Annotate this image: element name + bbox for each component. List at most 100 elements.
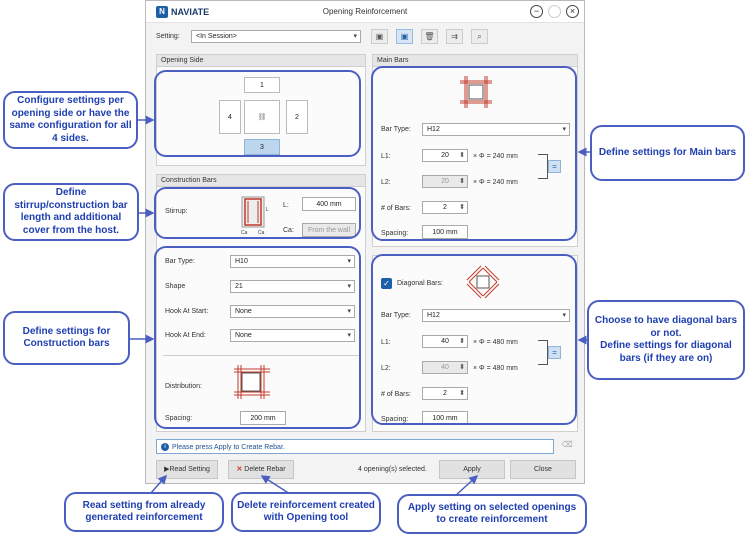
- setting-label: Setting:: [156, 33, 180, 40]
- callout-construction: Define settings for Construction bars: [3, 311, 130, 365]
- mb-bar-type-dropdown[interactable]: H12: [422, 123, 570, 136]
- stirrup-highlight: [154, 187, 361, 239]
- clear-status-icon[interactable]: ⌫: [561, 440, 573, 449]
- svg-text:Ca: Ca: [258, 230, 265, 235]
- mb-l1-formula: × Φ = 240 mm: [473, 153, 518, 160]
- callout-delete-rebar: Delete reinforcement created with Openin…: [231, 492, 381, 532]
- db-l2-label: L2:: [381, 365, 391, 372]
- svg-text:Ca: Ca: [241, 230, 248, 235]
- hook-start-label: Hook At Start:: [165, 308, 209, 315]
- diagonal-bars-checkbox[interactable]: ✓: [381, 278, 392, 289]
- mb-l2-input[interactable]: 20: [422, 175, 468, 188]
- mb-num-bars-input[interactable]: 2: [422, 201, 468, 214]
- shape-label: Shape: [165, 283, 186, 290]
- diagonal-highlight: [371, 254, 577, 425]
- db-l2-input[interactable]: 40: [422, 361, 468, 374]
- callout-opening-side: Configure settings per opening side or h…: [3, 91, 138, 149]
- callout-stirrup: Define stirrup/construction bar length a…: [3, 183, 139, 241]
- delete-x-icon: ✕: [236, 466, 243, 473]
- close-button[interactable]: Close: [510, 460, 576, 479]
- db-l1-formula: × Φ = 480 mm: [473, 339, 518, 346]
- construction-highlight: [154, 246, 361, 429]
- save-as-icon[interactable]: ▣: [396, 29, 413, 44]
- divider: [163, 355, 359, 356]
- mb-num-bars-label: # of Bars:: [381, 205, 411, 212]
- mb-equal-link-icon[interactable]: =: [548, 160, 561, 173]
- cb-spacing-label: Spacing:: [165, 415, 193, 422]
- db-bar-type-label: Bar Type:: [381, 312, 411, 319]
- selected-count: 4 opening(s) selected.: [358, 466, 427, 473]
- search-icon[interactable]: ⌕: [471, 29, 488, 44]
- db-l2-formula: × Φ = 480 mm: [473, 365, 518, 372]
- delete-rebar-label: Delete Rebar: [244, 466, 286, 473]
- mb-spacing-label: Spacing:: [381, 230, 409, 237]
- cb-bar-type-label: Bar Type:: [165, 258, 195, 265]
- l-input[interactable]: 400 mm: [302, 197, 356, 211]
- diagonal-bars-diagram-icon: [466, 265, 500, 299]
- db-spacing-label: Spacing:: [381, 416, 409, 423]
- setting-dropdown[interactable]: <In Session>: [191, 30, 361, 43]
- mb-l2-label: L2:: [381, 179, 391, 186]
- cb-bar-type-dropdown[interactable]: H10: [230, 255, 355, 268]
- construction-bars-title: Construction Bars: [157, 175, 365, 187]
- callout-main-bars: Define settings for Main bars: [590, 125, 745, 181]
- distribution-label: Distribution:: [165, 383, 202, 390]
- mb-spacing-input[interactable]: 100 mm: [422, 225, 468, 239]
- main-bars-panel: Main Bars Bar Type: H12 L1: 20 × Φ = 240…: [372, 54, 578, 247]
- db-link-bracket: [538, 340, 548, 365]
- opening-side-title: Opening Side: [157, 55, 365, 67]
- window-title: Opening Reinforcement: [322, 7, 408, 16]
- read-setting-button[interactable]: ▶Read Setting: [156, 460, 218, 479]
- mb-l1-label: L1:: [381, 153, 391, 160]
- side-4-button[interactable]: 4: [219, 100, 241, 134]
- brand-name: NAVIATE: [171, 7, 210, 17]
- callout-diagonal: Choose to have diagonal bars or not. Def…: [587, 300, 745, 380]
- main-bars-diagram-icon: [460, 76, 492, 108]
- ca-label: Ca:: [283, 227, 294, 234]
- hook-start-dropdown[interactable]: None: [230, 305, 355, 318]
- opening-side-panel: Opening Side 1 4 ⛓ 2 3: [156, 54, 366, 166]
- side-2-button[interactable]: 2: [286, 100, 308, 134]
- restore-icon[interactable]: [548, 5, 561, 18]
- db-l1-input[interactable]: 40: [422, 335, 468, 348]
- mb-link-bracket: [538, 154, 548, 179]
- export-icon[interactable]: ⇉: [446, 29, 463, 44]
- naviate-logo-icon: N: [156, 6, 168, 18]
- callout-apply: Apply setting on selected openings to cr…: [397, 494, 587, 534]
- db-equal-link-icon[interactable]: =: [548, 346, 561, 359]
- shape-dropdown[interactable]: 21: [230, 280, 355, 293]
- save-icon[interactable]: ▣: [371, 29, 388, 44]
- naviate-logo: N NAVIATE: [156, 6, 209, 18]
- distribution-diagram-icon: [234, 365, 270, 399]
- status-message: Please press Apply to Create Rebar.: [172, 443, 285, 451]
- cb-spacing-input[interactable]: 200 mm: [240, 411, 286, 425]
- side-3-button[interactable]: 3: [244, 139, 280, 155]
- db-num-bars-label: # of Bars:: [381, 391, 411, 398]
- mb-l2-formula: × Φ = 240 mm: [473, 179, 518, 186]
- opening-reinforcement-dialog: N NAVIATE Opening Reinforcement − × Sett…: [145, 0, 585, 484]
- hook-end-label: Hook At End:: [165, 332, 206, 339]
- mb-bar-type-label: Bar Type:: [381, 126, 411, 133]
- cursor-arrow-icon: ▶: [164, 466, 170, 473]
- link-sides-icon[interactable]: ⛓: [244, 100, 280, 134]
- stirrup-label: Stirrup:: [165, 208, 188, 215]
- opening-side-highlight: [154, 70, 361, 157]
- db-num-bars-input[interactable]: 2: [422, 387, 468, 400]
- minimize-icon[interactable]: −: [530, 5, 543, 18]
- close-icon[interactable]: ×: [566, 5, 579, 18]
- side-1-button[interactable]: 1: [244, 77, 280, 93]
- mb-l1-input[interactable]: 20: [422, 149, 468, 162]
- diagonal-bars-panel: ✓ Diagonal Bars: Bar Type: H12 L1: 40 × …: [372, 255, 578, 432]
- delete-icon[interactable]: 🗑: [421, 29, 438, 44]
- title-bar: N NAVIATE Opening Reinforcement − ×: [146, 1, 584, 23]
- hook-end-dropdown[interactable]: None: [230, 329, 355, 342]
- read-setting-label: Read Setting: [169, 466, 210, 473]
- diagonal-bars-label: Diagonal Bars:: [397, 280, 443, 287]
- l-label: L:: [283, 202, 289, 209]
- callout-read-setting: Read setting from already generated rein…: [64, 492, 224, 532]
- db-bar-type-dropdown[interactable]: H12: [422, 309, 570, 322]
